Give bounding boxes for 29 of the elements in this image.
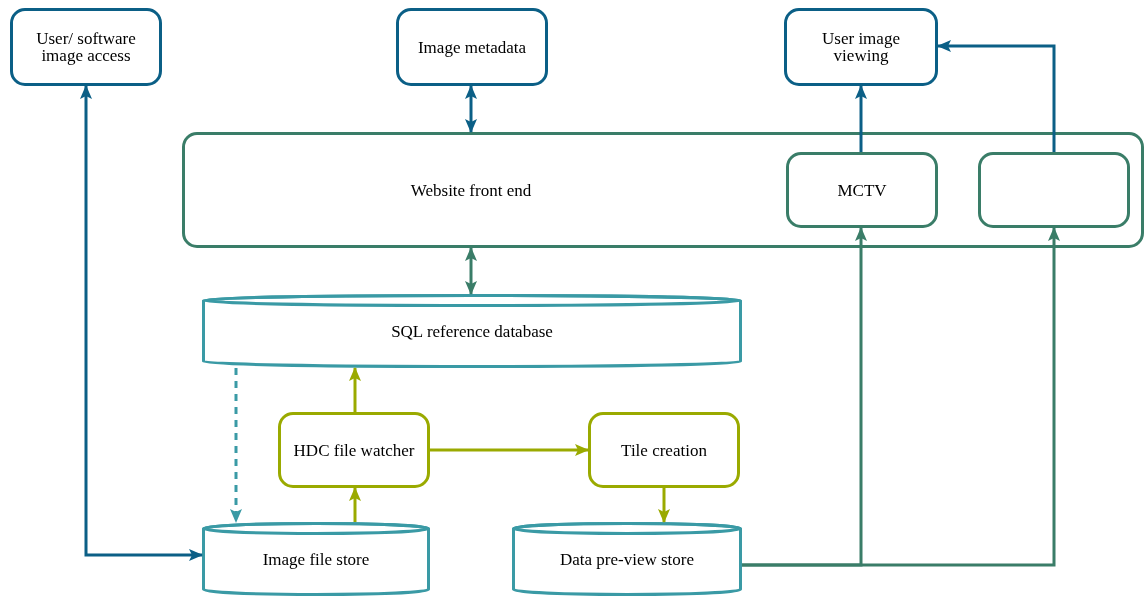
node-label: HDC file watcher [292, 441, 416, 459]
arrow [658, 488, 670, 523]
node-label: User image viewing [821, 30, 901, 64]
frontend-panel [182, 132, 1144, 248]
process-box [10, 8, 162, 86]
process-box [396, 8, 548, 86]
process-box [978, 152, 1130, 228]
arrow [465, 247, 477, 295]
node-label: SQL reference database [390, 322, 554, 340]
arrow [742, 227, 1060, 567]
node-label: Website front end [409, 181, 533, 199]
process-box [786, 152, 938, 228]
arrow [80, 85, 203, 561]
arrow [855, 85, 867, 152]
node-label: Tile creation [620, 441, 708, 459]
process-box [784, 8, 938, 86]
node-label: MCTV [836, 181, 888, 199]
arrow [465, 85, 477, 133]
process-box [278, 412, 430, 488]
arrow [430, 444, 589, 456]
node-label: Data pre-view store [558, 550, 696, 568]
node-label: User/ software image access [35, 30, 137, 64]
arrow [230, 368, 242, 523]
node-label: Image file store [261, 550, 371, 568]
arrow [937, 40, 1056, 152]
arrow [349, 367, 361, 412]
process-box [588, 412, 740, 488]
arrow [349, 487, 361, 522]
node-label: Image metadata [416, 38, 528, 56]
